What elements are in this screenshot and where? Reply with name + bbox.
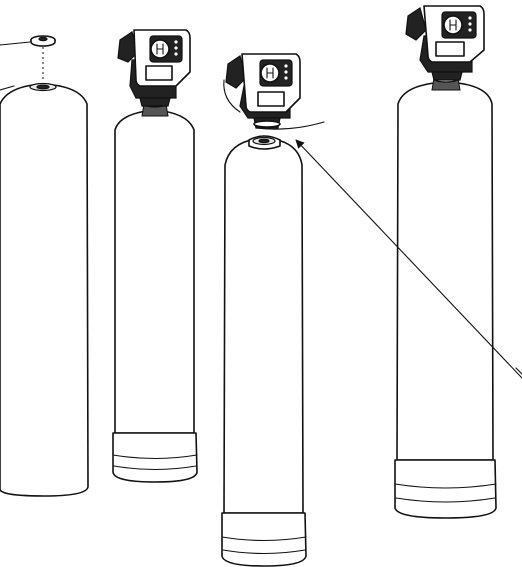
tank-2 [112,29,198,483]
tank-body [114,109,195,434]
distributor-tube [255,121,325,130]
tank-3 [221,53,325,567]
pointer-arrow-icon [295,139,522,379]
tank-cap-icon [30,35,56,47]
leader-line-cap [0,41,31,46]
tank-body [223,137,304,514]
control-valve-head-icon [117,29,191,107]
tank-base [394,459,497,519]
control-valve-head-icon [405,5,485,81]
control-valve-head-icon [223,53,325,130]
tank-base [221,512,307,567]
tank-body [0,83,89,497]
pointer-arrow-tail [515,367,522,375]
tank-base [112,432,198,483]
leader-line-neck [0,85,15,91]
tank-4 [394,5,497,519]
tank-body [396,81,494,461]
tank-1 [0,35,89,497]
